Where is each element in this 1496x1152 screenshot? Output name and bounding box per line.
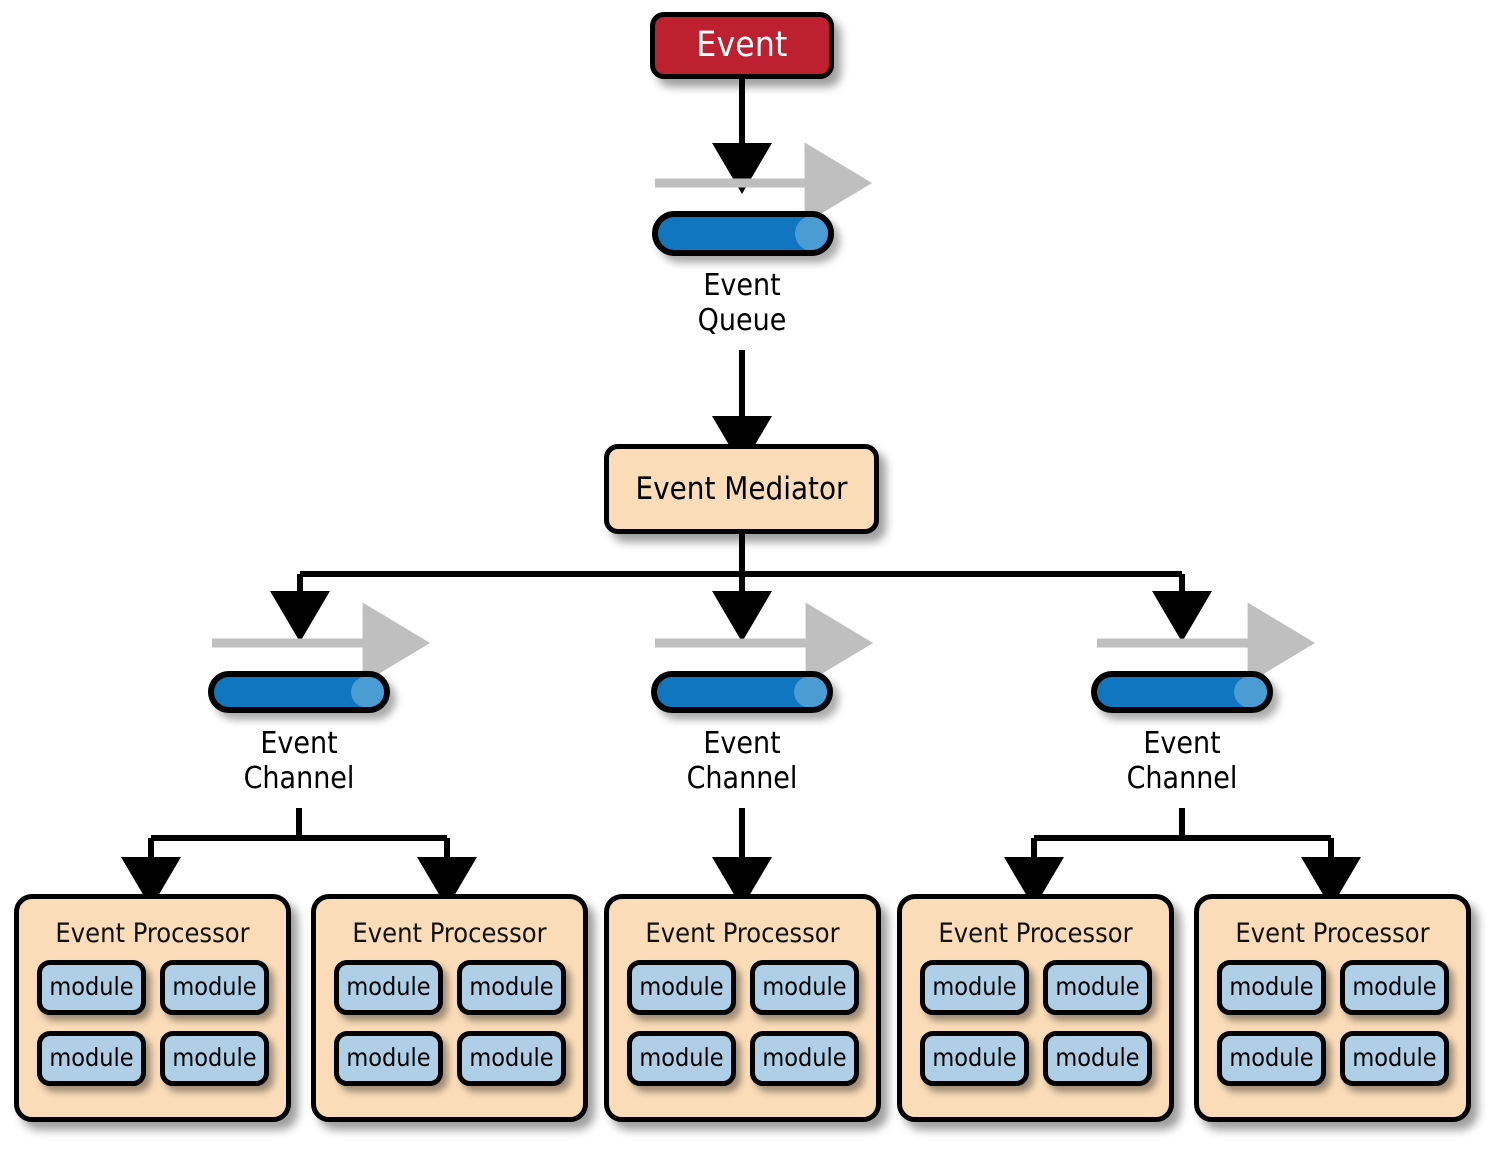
module-grid: module module module module	[902, 960, 1169, 1108]
module-box[interactable]: module	[627, 1031, 736, 1086]
module-box[interactable]: module	[457, 1031, 566, 1086]
caption-event-channel-1: Event Channel	[243, 726, 355, 797]
node-event-processor-4[interactable]: Event Processor module module module mod…	[897, 894, 1174, 1122]
module-box[interactable]: module	[1043, 1031, 1152, 1086]
module-box[interactable]: module	[37, 1031, 146, 1086]
module-box[interactable]: module	[1217, 960, 1326, 1015]
cylinder-cap-icon	[1234, 677, 1267, 707]
node-event-processor-3[interactable]: Event Processor module module module mod…	[604, 894, 881, 1122]
connector-channel-3-to-processors	[1004, 808, 1361, 908]
module-grid: module module module module	[609, 960, 876, 1108]
caption-event-queue: Event Queue	[697, 268, 787, 339]
cylinder-cap-icon	[794, 677, 827, 707]
module-grid: module module module module	[316, 960, 583, 1108]
module-grid: module module module module	[1199, 960, 1466, 1108]
module-box[interactable]: module	[457, 960, 566, 1015]
module-grid: module module module module	[19, 960, 286, 1108]
module-box[interactable]: module	[1043, 960, 1152, 1015]
connector-channel-1-to-processors	[121, 808, 477, 908]
cylinder-icon-event-queue[interactable]	[652, 211, 834, 256]
module-box[interactable]: module	[160, 960, 269, 1015]
cylinder-icon-event-channel-3[interactable]	[1091, 671, 1273, 713]
node-event-mediator[interactable]: Event Mediator	[604, 444, 879, 534]
caption-event-channel-3: Event Channel	[1126, 726, 1238, 797]
module-box[interactable]: module	[334, 960, 443, 1015]
module-box[interactable]: module	[750, 1031, 859, 1086]
cylinder-icon-event-channel-2[interactable]	[651, 671, 833, 713]
event-processor-title: Event Processor	[1235, 918, 1430, 949]
module-box[interactable]: module	[160, 1031, 269, 1086]
node-event-processor-2[interactable]: Event Processor module module module mod…	[311, 894, 588, 1122]
node-event-label: Event	[696, 25, 788, 66]
event-processor-title: Event Processor	[55, 918, 250, 949]
module-box[interactable]: module	[1340, 960, 1449, 1015]
node-event-processor-1[interactable]: Event Processor module module module mod…	[14, 894, 291, 1122]
event-processor-title: Event Processor	[938, 918, 1133, 949]
module-box[interactable]: module	[334, 1031, 443, 1086]
connector-mediator-to-channels	[270, 534, 1212, 642]
node-event-processor-5[interactable]: Event Processor module module module mod…	[1194, 894, 1471, 1122]
cylinder-cap-icon	[795, 217, 828, 250]
module-box[interactable]: module	[750, 960, 859, 1015]
module-box[interactable]: module	[627, 960, 736, 1015]
cylinder-icon-event-channel-1[interactable]	[208, 671, 390, 713]
module-box[interactable]: module	[1217, 1031, 1326, 1086]
module-box[interactable]: module	[920, 1031, 1029, 1086]
node-event[interactable]: Event	[650, 12, 834, 79]
caption-event-channel-2: Event Channel	[686, 726, 798, 797]
module-box[interactable]: module	[1340, 1031, 1449, 1086]
module-box[interactable]: module	[920, 960, 1029, 1015]
event-processor-title: Event Processor	[645, 918, 840, 949]
node-event-mediator-label: Event Mediator	[635, 470, 848, 507]
cylinder-cap-icon	[351, 677, 384, 707]
event-processor-title: Event Processor	[352, 918, 547, 949]
module-box[interactable]: module	[37, 960, 146, 1015]
